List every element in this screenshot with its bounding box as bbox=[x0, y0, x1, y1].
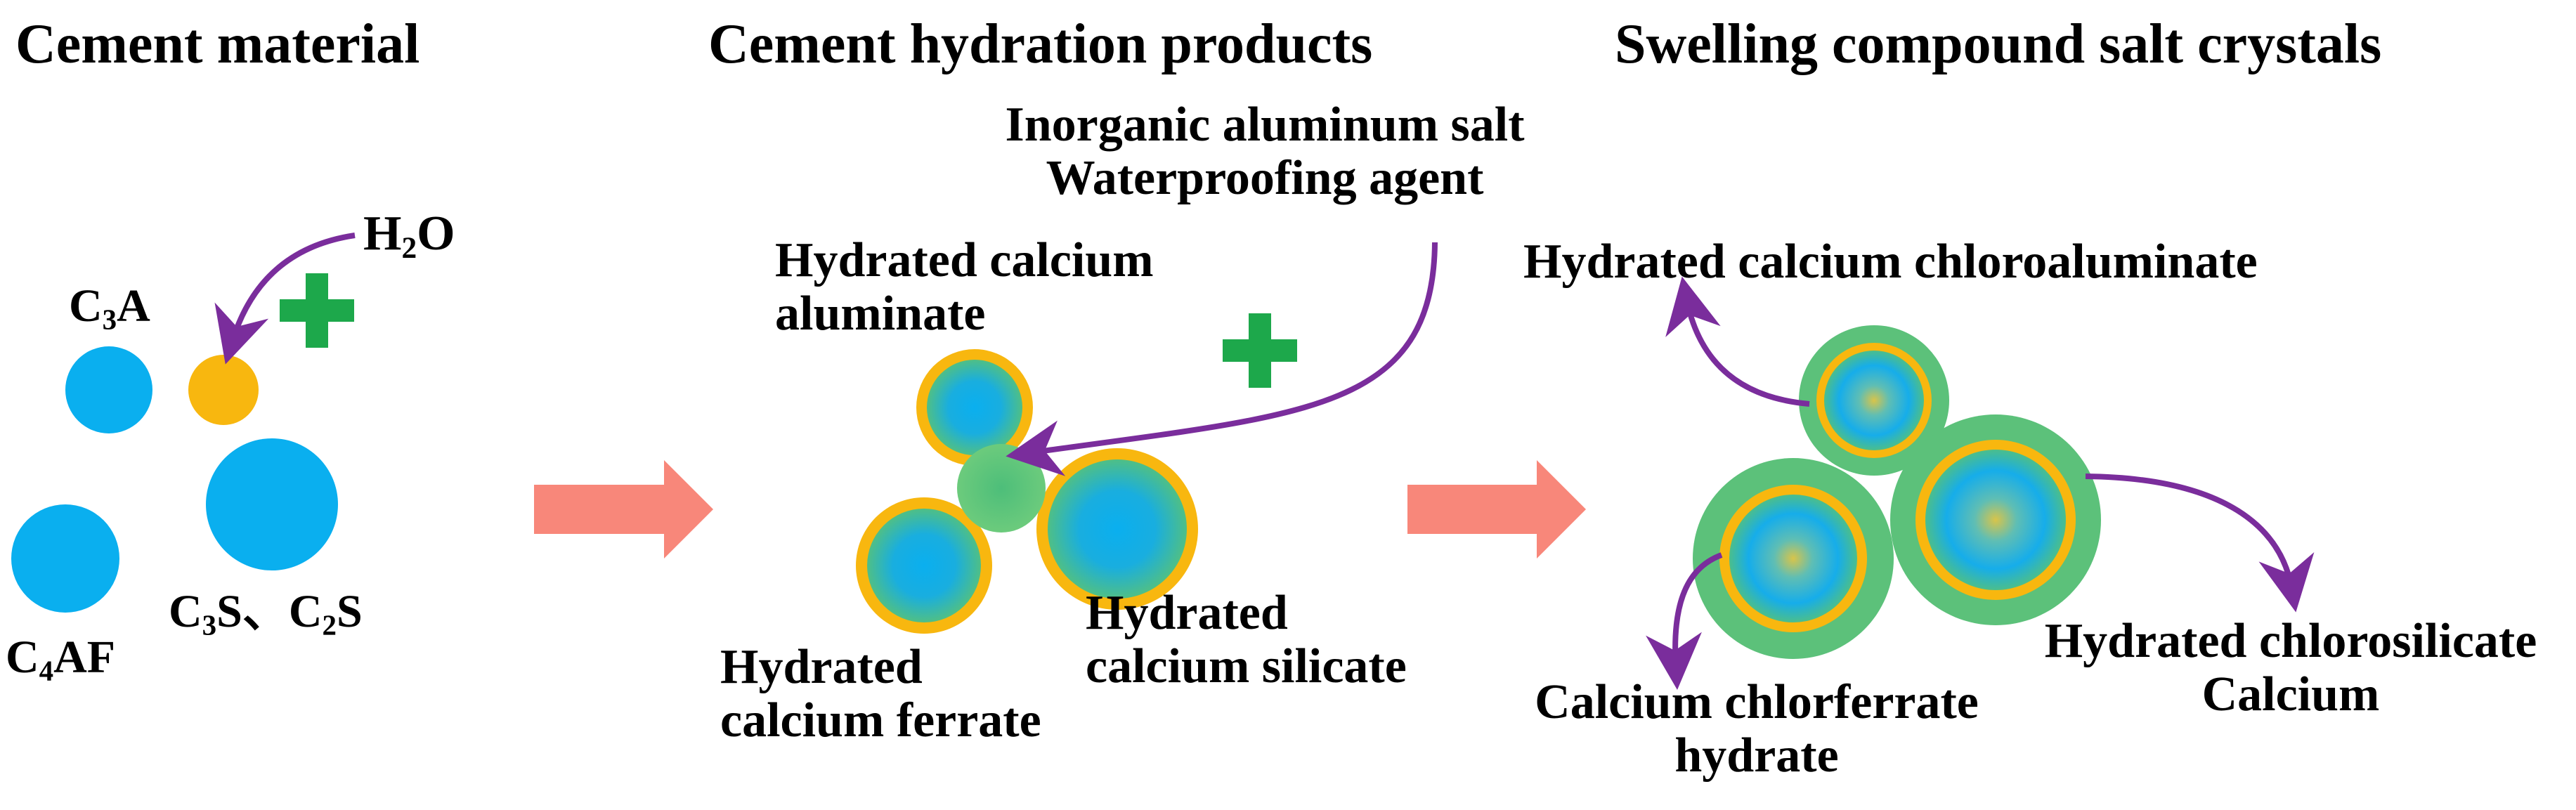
chlorosilicate-arrow bbox=[2085, 473, 2315, 613]
silicate-core bbox=[1048, 459, 1187, 599]
plus-icon bbox=[1223, 313, 1297, 388]
gypsum-particle bbox=[188, 355, 259, 425]
chlorferrate-arrow bbox=[1646, 552, 1723, 690]
chloroaluminate-crystal-core bbox=[1824, 351, 1924, 450]
label-aluminate-line2: aluminate bbox=[775, 286, 986, 341]
label-chloroaluminate: Hydrated calcium chloroaluminate bbox=[1523, 235, 2258, 289]
label-ferrate-line1: Hydrated bbox=[720, 640, 923, 694]
label-chlorosilicate: Hydrated chlorosilicate Calcium bbox=[2024, 615, 2558, 721]
label-chlorferrate: Calcium chlorferrate hydrate bbox=[1504, 676, 2010, 782]
label-chlorosilicate-line1: Hydrated chlorosilicate bbox=[2044, 614, 2537, 668]
additive-particle bbox=[957, 444, 1046, 533]
process-arrow-1 bbox=[534, 460, 713, 558]
chlorferrate-crystal-core bbox=[1729, 495, 1857, 622]
label-aluminate-line1: Hydrated calcium bbox=[775, 233, 1154, 287]
process-arrow-2 bbox=[1407, 460, 1586, 558]
label-chlorosilicate-line2: Calcium bbox=[2201, 667, 2380, 721]
label-c4af: C4AF bbox=[6, 632, 116, 687]
chloroaluminate-arrow bbox=[1665, 276, 1810, 407]
label-c3a: C3A bbox=[69, 280, 150, 336]
label-additives: Inorganic aluminum salt Waterproofing ag… bbox=[977, 98, 1553, 204]
title-swelling-crystals: Swelling compound salt crystals bbox=[1615, 13, 2382, 75]
c4af-particle bbox=[11, 504, 119, 613]
label-ferrate: Hydrated calcium ferrate bbox=[720, 641, 1041, 747]
label-silicate-line1: Hydrated bbox=[1086, 586, 1288, 640]
ferrate-core bbox=[867, 509, 981, 622]
label-water: H2O bbox=[363, 207, 455, 266]
label-c3s-c2s: C3S、C2S bbox=[169, 586, 363, 641]
label-chlorferrate-line1: Calcium chlorferrate bbox=[1535, 675, 1979, 729]
label-ferrate-line2: calcium ferrate bbox=[720, 693, 1041, 747]
label-aluminate: Hydrated calcium aluminate bbox=[775, 234, 1154, 340]
label-silicate: Hydrated calcium silicate bbox=[1086, 587, 1407, 693]
c3a-particle bbox=[65, 346, 152, 433]
label-additive-line1: Inorganic aluminum salt bbox=[1005, 98, 1525, 152]
plus-icon bbox=[280, 273, 354, 348]
chlorosilicate-crystal-core bbox=[1925, 450, 2066, 590]
title-hydration-products: Cement hydration products bbox=[708, 13, 1373, 75]
c3s-c2s-particle bbox=[206, 438, 338, 570]
label-chlorferrate-line2: hydrate bbox=[1674, 728, 1839, 783]
label-silicate-line2: calcium silicate bbox=[1086, 639, 1407, 693]
water-arrow bbox=[214, 233, 356, 365]
label-additive-line2: Waterproofing agent bbox=[1046, 150, 1484, 205]
additive-arrow bbox=[1006, 242, 1438, 476]
aluminate-core bbox=[927, 360, 1022, 455]
title-cement-material: Cement material bbox=[15, 13, 420, 75]
